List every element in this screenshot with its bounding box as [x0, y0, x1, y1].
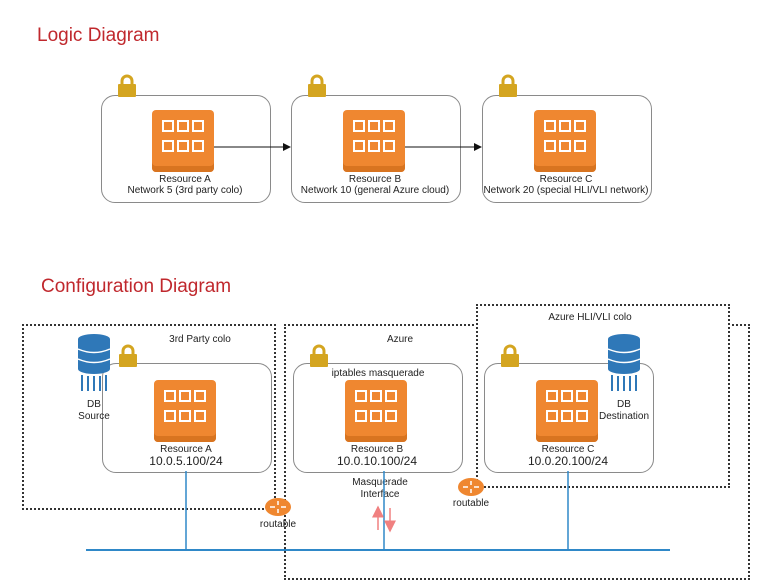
zone-hli-vli-colo — [476, 304, 730, 488]
resource-b-icon — [343, 110, 405, 172]
database-source-icon — [76, 333, 112, 398]
zone-azure-label: Azure — [386, 334, 414, 345]
lock-icon — [308, 344, 330, 373]
router-left-label: routable — [259, 519, 297, 530]
lock-icon — [497, 74, 519, 103]
logic-resource-a-label: Resource A — [159, 174, 211, 185]
database-destination-icon — [606, 333, 642, 398]
router-right-label: routable — [452, 498, 490, 509]
logic-group-c — [482, 95, 652, 203]
config-group-c — [484, 363, 654, 473]
zone-3rd-party-colo — [22, 324, 276, 510]
config-resource-c-label: Resource C — [541, 444, 595, 455]
resource-c-icon — [534, 110, 596, 172]
zone-hli-label: Azure HLI/VLI colo — [548, 312, 632, 323]
config-resource-a-ip: 10.0.5.100/24 — [149, 454, 223, 468]
config-group-b — [293, 363, 463, 473]
config-resource-b-label: Resource B — [350, 444, 404, 455]
lock-icon — [117, 344, 139, 373]
masquerade-label-1: Masquerade — [352, 477, 408, 488]
db-source-label-1: DB — [87, 399, 101, 410]
config-group-a — [102, 363, 272, 473]
config-resource-a-label: Resource A — [160, 444, 212, 455]
lock-icon — [499, 344, 521, 373]
resource-b-icon — [345, 380, 407, 442]
zone-3rd-party-label: 3rd Party colo — [169, 334, 231, 345]
router-icon — [264, 497, 292, 522]
router-icon — [457, 477, 485, 502]
db-source-label-2: Source — [78, 411, 110, 422]
logic-network-a-label: Network 5 (3rd party colo) — [127, 185, 243, 196]
iptables-masquerade-label: iptables masquerade — [331, 368, 425, 379]
resource-c-icon — [536, 380, 598, 442]
resource-a-icon — [154, 380, 216, 442]
logic-network-b-label: Network 10 (general Azure cloud) — [300, 185, 450, 196]
logic-network-c-label: Network 20 (special HLI/VLI network) — [483, 185, 649, 196]
db-dest-label-2: Destination — [598, 411, 650, 422]
resource-a-icon — [152, 110, 214, 172]
config-resource-b-ip: 10.0.10.100/24 — [336, 454, 418, 468]
lock-icon — [116, 74, 138, 103]
logic-group-b — [291, 95, 461, 203]
config-diagram-title: Configuration Diagram — [41, 276, 232, 297]
db-dest-label-1: DB — [617, 399, 631, 410]
logic-resource-b-label: Resource B — [348, 174, 402, 185]
config-resource-c-ip: 10.0.20.100/24 — [527, 454, 609, 468]
logic-diagram-title: Logic Diagram — [37, 25, 160, 46]
lock-icon — [306, 74, 328, 103]
masquerade-label-2: Interface — [360, 489, 400, 500]
logic-group-a — [101, 95, 271, 203]
logic-resource-c-label: Resource C — [539, 174, 593, 185]
